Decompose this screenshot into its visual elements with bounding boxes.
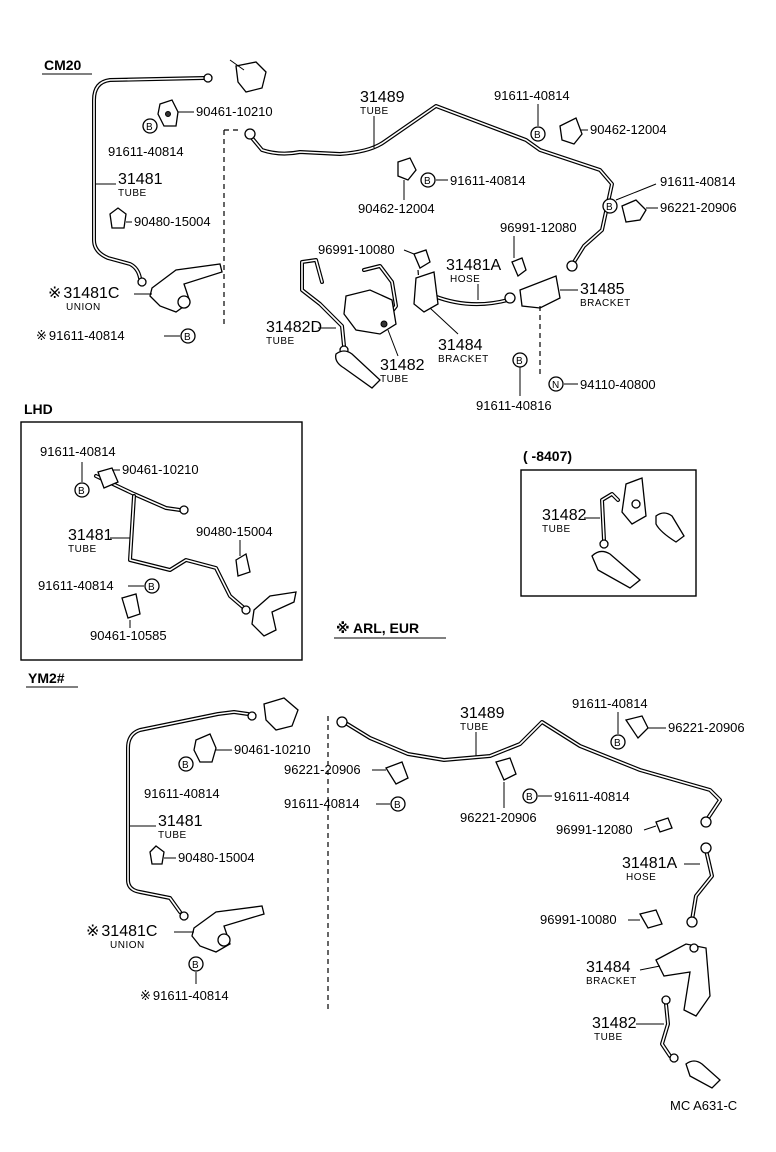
label-31481c-a: ※31481C: [48, 285, 119, 302]
svg-text:TUBE: TUBE: [266, 336, 295, 347]
label-90461-10210-a: 90461-10210: [196, 104, 273, 119]
label-90461-10210-lhd: 90461-10210: [122, 462, 199, 477]
svg-text:TUBE: TUBE: [460, 722, 489, 733]
svg-text:TUBE: TUBE: [380, 374, 409, 385]
label-96221-20906-ym-b: 96221-20906: [460, 810, 537, 825]
label-31481a-ym: 31481A: [622, 855, 677, 872]
label-91611-40816-a: 91611-40816: [476, 398, 552, 413]
svg-text:B: B: [146, 122, 153, 133]
label-31484-a: 31484: [438, 337, 483, 354]
label-96991-12080-ym: 96991-12080: [556, 822, 633, 837]
label-31485-a: 31485: [580, 281, 625, 298]
section-lhd: LHD: [24, 401, 53, 417]
label-96991-12080-a: 96991-12080: [500, 220, 577, 235]
label-31482-a: 31482: [380, 357, 425, 374]
label-91611-40814-c: 91611-40814: [494, 88, 570, 103]
label-91611-40814-a: 91611-40814: [108, 144, 184, 159]
footer-code: MC A631-C: [670, 1098, 737, 1113]
label-91611-40814-e: 91611-40814: [660, 174, 736, 189]
label-91611-40814-b: ※91611-40814: [36, 328, 125, 343]
svg-text:BRACKET: BRACKET: [438, 354, 489, 365]
label-31484-ym: 31484: [586, 959, 631, 976]
lhd-graphics: [94, 467, 297, 637]
label-96221-20906-a: 96221-20906: [660, 200, 737, 215]
label-31482-ym: 31482: [592, 1015, 637, 1032]
label-90461-10585-lhd: 90461-10585: [90, 628, 167, 643]
svg-text:N: N: [552, 380, 560, 391]
label-96991-10080-a: 96991-10080: [318, 242, 395, 257]
label-90480-15004-ym: 90480-15004: [178, 850, 255, 865]
label-31481-ym: 31481: [158, 813, 203, 830]
svg-text:TUBE: TUBE: [542, 524, 571, 535]
label-91611-40814-ym-c: 91611-40814: [284, 796, 360, 811]
svg-text:BRACKET: BRACKET: [586, 976, 637, 987]
ym2-labels: 90461-10210 B 91611-40814 31481 TUBE 904…: [86, 696, 745, 1043]
section-arl-eur: ※ ARL, EUR: [336, 620, 419, 636]
label-31481-a: 31481: [118, 171, 163, 188]
svg-text:TUBE: TUBE: [158, 830, 187, 841]
section-cm20: CM20: [44, 57, 82, 73]
svg-text:B: B: [148, 582, 155, 593]
svg-text:B: B: [192, 960, 199, 971]
label-31489-ym: 31489: [460, 705, 505, 722]
label-31482-inset: 31482: [542, 507, 587, 524]
svg-text:B: B: [78, 486, 85, 497]
svg-text:TUBE: TUBE: [594, 1032, 623, 1043]
svg-text:TUBE: TUBE: [68, 544, 97, 555]
label-31481-lhd: 31481: [68, 527, 113, 544]
cm20-graphics: [92, 59, 647, 396]
label-96221-20906-ym-a: 96221-20906: [284, 762, 361, 777]
lhd-box: [20, 421, 303, 661]
inset-graphics: [591, 477, 685, 589]
label-31489-a: 31489: [360, 89, 405, 106]
svg-text:HOSE: HOSE: [450, 274, 480, 285]
label-31481c-ym: ※31481C: [86, 923, 157, 940]
label-90462-12004-b: 90462-12004: [358, 201, 435, 216]
section-inset-date: ( -8407): [523, 448, 572, 464]
cm20-labels: 90461-10210 B 91611-40814 31481 TUBE 904…: [36, 88, 737, 413]
label-91611-40814-d: 91611-40814: [450, 173, 526, 188]
svg-text:B: B: [534, 130, 541, 141]
svg-text:B: B: [606, 202, 613, 213]
svg-text:BRACKET: BRACKET: [580, 298, 631, 309]
label-91611-40814-lhd-b: 91611-40814: [38, 578, 114, 593]
label-91611-40814-lhd-a: 91611-40814: [40, 444, 116, 459]
label-90462-12004-a: 90462-12004: [590, 122, 667, 137]
svg-text:B: B: [526, 792, 533, 803]
svg-text:TUBE: TUBE: [118, 188, 147, 199]
label-31481a-a: 31481A: [446, 257, 501, 274]
label-91611-40814-ym-e: 91611-40814: [572, 696, 648, 711]
label-31482d-a: 31482D: [266, 319, 322, 336]
label-91611-40814-ym-a: 91611-40814: [144, 786, 220, 801]
label-90461-10210-ym: 90461-10210: [234, 742, 311, 757]
svg-text:UNION: UNION: [66, 302, 101, 313]
inset-box: [520, 469, 697, 597]
svg-text:B: B: [182, 760, 189, 771]
ym2-graphics: [126, 697, 722, 1089]
label-96221-20906-ym-c: 96221-20906: [668, 720, 745, 735]
label-90480-15004-a: 90480-15004: [134, 214, 211, 229]
label-90480-15004-lhd: 90480-15004: [196, 524, 273, 539]
svg-text:UNION: UNION: [110, 940, 145, 951]
label-91611-40814-ym-b: ※91611-40814: [140, 988, 229, 1003]
svg-text:B: B: [184, 332, 191, 343]
label-96991-10080-ym: 96991-10080: [540, 912, 617, 927]
svg-text:B: B: [516, 356, 523, 367]
svg-text:B: B: [424, 176, 431, 187]
label-94110-40800-a: 94110-40800: [580, 377, 656, 392]
lhd-labels: 91611-40814 B 90461-10210 31481 TUBE 904…: [38, 444, 273, 643]
label-91611-40814-ym-d: 91611-40814: [554, 789, 630, 804]
svg-text:B: B: [394, 800, 401, 811]
svg-text:HOSE: HOSE: [626, 872, 656, 883]
section-ym2: YM2#: [28, 670, 65, 686]
svg-text:B: B: [614, 738, 621, 749]
svg-text:TUBE: TUBE: [360, 106, 389, 117]
